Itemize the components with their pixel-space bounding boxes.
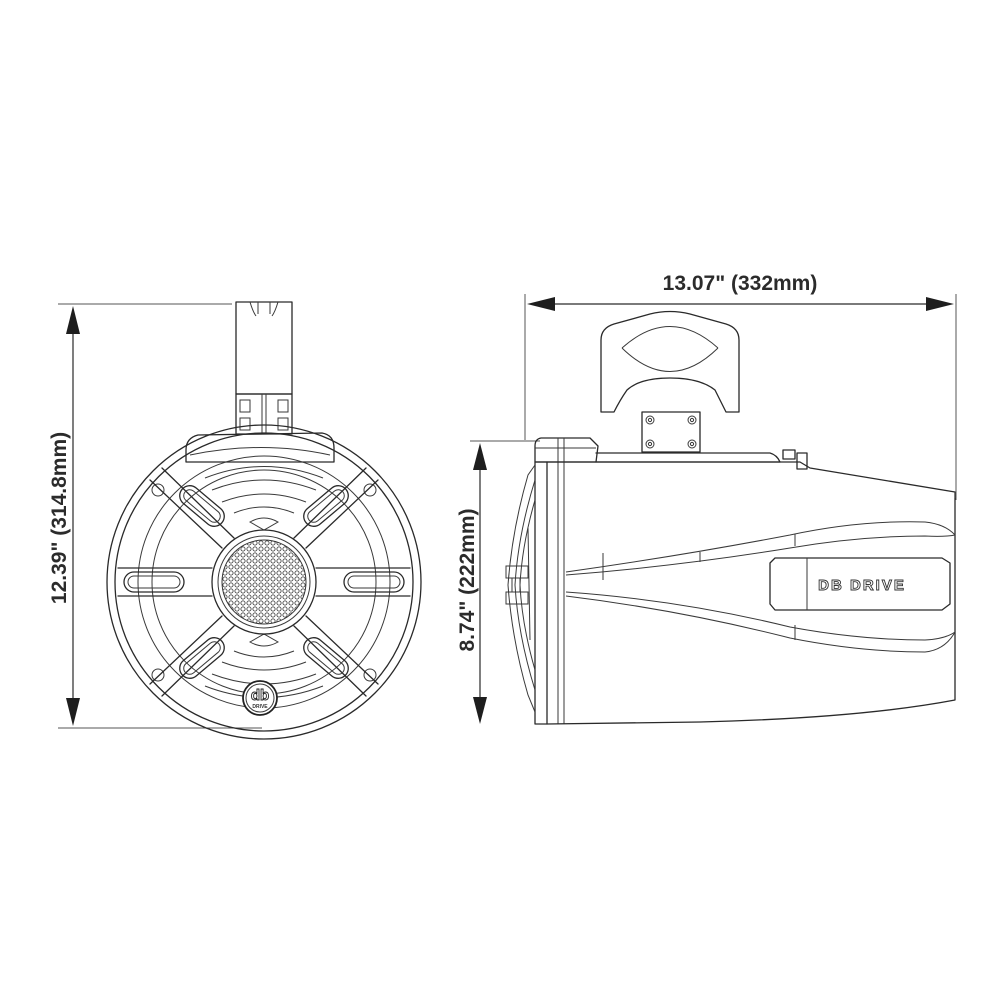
length-dimension-label: 13.07" (332mm) xyxy=(663,272,818,295)
speaker-body xyxy=(546,461,956,725)
logo-caption: DRIVE xyxy=(252,704,268,710)
diameter-dimension: 8.74" (222mm) xyxy=(456,440,540,724)
front-bezel xyxy=(534,437,599,725)
tower-clamp xyxy=(600,310,740,453)
side-view: 13.07" (332mm) 8.74" (222mm) xyxy=(456,272,957,725)
length-dimension: 13.07" (332mm) xyxy=(524,272,957,500)
mount-post xyxy=(235,301,293,435)
grille-slots xyxy=(123,485,405,679)
height-dimension-label: 12.39" (314.8mm) xyxy=(48,432,71,604)
top-grille-arcs xyxy=(204,466,324,531)
grille-spokes xyxy=(117,467,411,697)
brand-badge-text: DB DRIVE xyxy=(818,577,906,594)
tweeter-grille xyxy=(211,529,317,635)
logo-mark: db xyxy=(251,687,269,704)
height-dimension: 12.39" (314.8mm) xyxy=(48,303,262,729)
woofer-profile xyxy=(505,464,536,713)
db-logo: db DRIVE xyxy=(242,680,278,716)
brand-badge: DB DRIVE xyxy=(769,557,951,611)
diameter-dimension-label: 8.74" (222mm) xyxy=(456,508,479,651)
front-view: 12.39" (314.8mm) xyxy=(48,301,422,740)
